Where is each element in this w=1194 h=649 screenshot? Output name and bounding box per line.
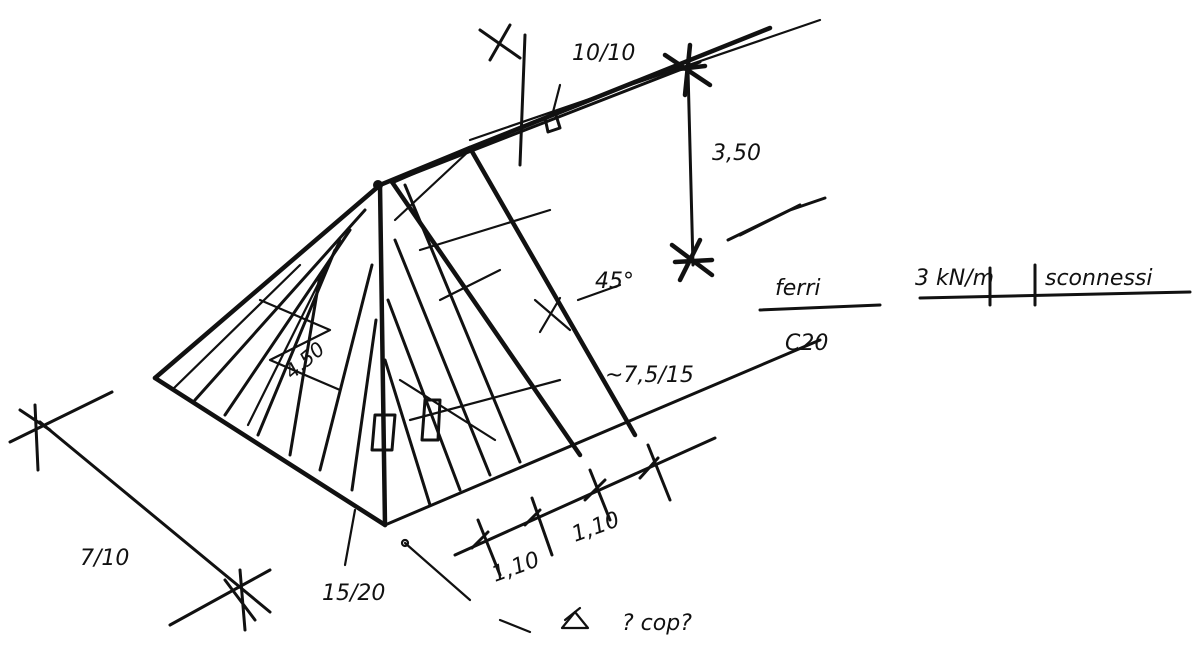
roof-face-right [383, 145, 638, 507]
leader-lines [343, 283, 622, 634]
label-spacing-a: 1,10 [489, 547, 544, 587]
base-lines [383, 18, 822, 557]
dot-marks [373, 180, 590, 630]
label-base-section: 15/20 [322, 581, 385, 606]
label-material-grade: C20 [785, 331, 828, 356]
label-angle: 45° [595, 269, 634, 294]
bottom-left-dimension [8, 390, 272, 632]
label-note-right-b: sconnessi [1045, 266, 1152, 291]
roof-face-left [152, 182, 388, 528]
label-rafter-section: ~7,5/15 [605, 363, 694, 388]
inner-posts [370, 398, 442, 452]
material-note-lines [758, 263, 1192, 312]
label-material-word: ferri [775, 276, 820, 301]
height-dimension [669, 68, 715, 283]
label-top-section: 10/10 [572, 41, 635, 66]
label-spacing-b: 1,10 [569, 507, 624, 547]
label-bottom-left: 7/10 [80, 546, 129, 571]
label-height: 3,50 [712, 141, 761, 166]
arrow-mark [726, 196, 827, 242]
label-note-right-a: 3 kN/m [915, 266, 994, 291]
base-ticks [470, 443, 672, 577]
label-bottom-note: ? cop? [622, 611, 692, 636]
